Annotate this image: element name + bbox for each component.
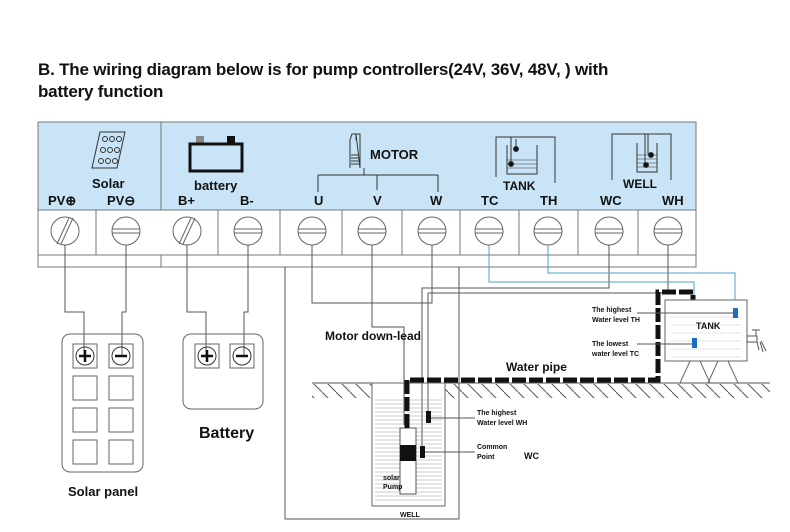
pump-motor-block — [400, 445, 416, 461]
title-line-2: battery function — [38, 82, 164, 101]
terminal-screw-6 — [357, 216, 387, 246]
solar-panel-label: Solar panel — [68, 484, 138, 499]
common-point-label-2: Point — [477, 454, 495, 461]
well-level-icon — [611, 133, 672, 180]
well-common-sensor — [420, 446, 425, 458]
tank-faucet-icon — [746, 329, 767, 353]
panel-header — [37, 121, 697, 211]
motor-wires — [311, 245, 433, 425]
terminal-label-b-minus: B- — [240, 193, 254, 208]
solar-minus-icon — [111, 346, 131, 366]
terminal-screw-9 — [533, 216, 563, 246]
terminal-screws — [50, 210, 683, 255]
tank — [637, 299, 748, 384]
well-high-label-1: The highest — [477, 410, 517, 417]
battery-minus-icon — [232, 346, 252, 366]
solar-panel — [61, 333, 144, 473]
terminal-screw-8 — [474, 216, 504, 246]
well-label: WELL — [400, 512, 421, 519]
well-panel-label: WELL — [623, 177, 657, 191]
battery-icon — [188, 136, 244, 173]
solar-label: Solar — [92, 176, 125, 191]
tank-high-label-1: The highest — [592, 307, 632, 314]
terminal-screw-3 — [172, 216, 202, 246]
terminal-label-u: U — [314, 193, 323, 208]
ground — [312, 382, 770, 398]
well-high-label-2: Water level WH — [477, 420, 527, 427]
terminal-label-tc: TC — [481, 193, 499, 208]
motor-label: MOTOR — [370, 147, 419, 162]
tank-label: TANK — [696, 321, 721, 331]
battery — [182, 333, 264, 410]
pump-label-2: Pump — [383, 484, 402, 491]
tank-low-label-1: The lowest — [592, 341, 629, 348]
terminal-screw-4 — [233, 216, 263, 246]
terminal-screw-7 — [417, 216, 447, 246]
terminal-label-wh: WH — [662, 193, 684, 208]
battery-plus-icon — [197, 346, 217, 366]
water-pipe-label: Water pipe — [506, 360, 567, 374]
tank-low-label-2: water level TC — [591, 351, 639, 358]
controller-panel — [37, 121, 697, 268]
terminal-labels: PV⊕ PV⊖ B+ B- U V W TC TH WC WH — [48, 193, 684, 208]
terminal-label-wc: WC — [600, 193, 622, 208]
well-high-sensor — [426, 411, 431, 423]
wc-label: WC — [524, 451, 539, 461]
battery-label: Battery — [199, 425, 254, 442]
terminal-label-w: W — [430, 193, 443, 208]
tank-high-label-2: Water level TH — [592, 317, 640, 324]
terminal-label-v: V — [373, 193, 382, 208]
terminal-label-b-plus: B+ — [178, 193, 195, 208]
terminal-label-pv-plus: PV⊕ — [48, 193, 76, 208]
common-point-label-1: Common — [477, 444, 507, 451]
terminal-label-th: TH — [540, 193, 557, 208]
motor-down-lead-label: Motor down-lead — [325, 329, 421, 343]
terminal-base — [37, 254, 697, 268]
water-pipe — [404, 289, 696, 428]
tank-high-sensor — [733, 308, 738, 318]
terminal-screw-1 — [50, 216, 80, 246]
battery-panel-label: battery — [194, 178, 238, 193]
pump-label-1: solar — [383, 475, 400, 482]
tank-panel-label: TANK — [503, 179, 536, 193]
terminal-screw-2 — [111, 216, 141, 246]
diagram-title: B. The wiring diagram below is for pump … — [38, 59, 608, 103]
tank-level-icon — [495, 136, 556, 183]
terminal-screw-10 — [594, 216, 624, 246]
terminal-screw-5 — [297, 216, 327, 246]
terminal-screw-11 — [653, 216, 683, 246]
motor-icon — [317, 133, 439, 192]
terminal-label-pv-minus: PV⊖ — [107, 193, 135, 208]
solar-icon — [91, 131, 126, 169]
title-line-1: B. The wiring diagram below is for pump … — [38, 60, 609, 79]
solar-plus-icon — [75, 346, 95, 366]
well-sensor-wires — [421, 245, 669, 452]
tank-low-sensor — [692, 338, 697, 348]
